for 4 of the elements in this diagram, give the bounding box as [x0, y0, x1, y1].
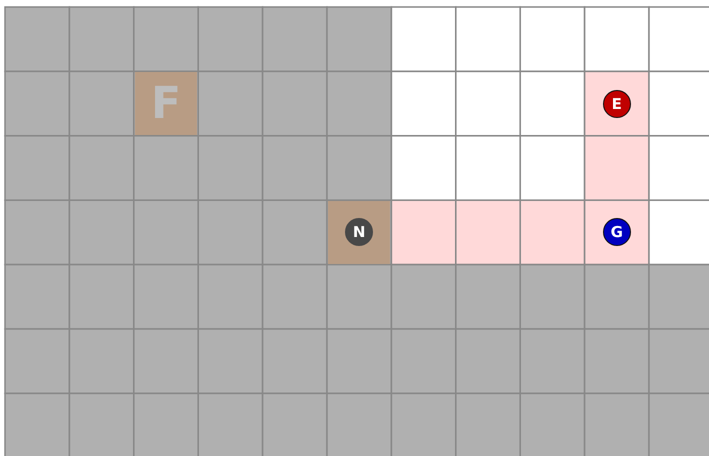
marker-circle: N	[345, 218, 374, 246]
tile-letter: F	[150, 82, 182, 126]
letter-tile	[134, 72, 198, 135]
tile	[328, 201, 390, 264]
